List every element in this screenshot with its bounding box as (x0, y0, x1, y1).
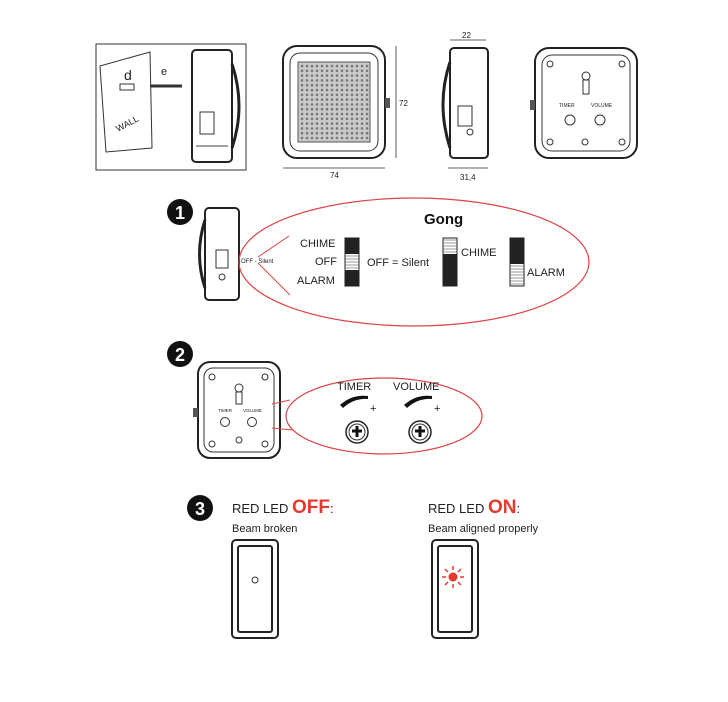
gong-alarm-label: ALARM (527, 267, 565, 279)
led-off-prefix: RED LED (232, 501, 292, 516)
device-led-on (431, 539, 479, 639)
top-row: d e WALL 74 72 22 (95, 31, 638, 182)
timer-label: TIMER (337, 381, 371, 393)
step-3: 3 RED LED OFF: Beam broken RED LED ON: B… (187, 495, 539, 639)
led-off-state: OFF (292, 497, 330, 518)
off-equals-silent: OFF = Silent (367, 257, 429, 269)
step-3-number: 3 (195, 499, 205, 519)
led-off-icon (251, 576, 259, 584)
wall-letter-d: d (124, 67, 132, 83)
dim-width: 74 (330, 171, 339, 180)
led-off-heading: RED LED OFF: (232, 497, 334, 518)
back-view: TIMER VOLUME (530, 47, 638, 159)
dim-height: 72 (399, 99, 408, 108)
led-on-state: ON (488, 497, 517, 518)
wall-mount-view: d e WALL (95, 43, 247, 171)
back-volume-label: VOLUME (591, 103, 613, 109)
step-2-number: 2 (175, 345, 185, 365)
led-off-caption: Beam broken (232, 523, 297, 535)
led-on-heading: RED LED ON: (428, 497, 520, 518)
back-timer-label: TIMER (559, 103, 575, 109)
step-2: 2 TIMER VOLUME TIMER + VOLUME + (167, 341, 483, 459)
timer-arrow-icon (340, 395, 368, 408)
wall-letter-e: e (161, 66, 167, 78)
volume-plus: + (434, 403, 440, 415)
led-on-caption: Beam aligned properly (428, 523, 539, 535)
step-2-badge (167, 341, 193, 367)
timer-plus: + (370, 403, 376, 415)
step-3-badge (187, 495, 213, 521)
step-1-badge (167, 199, 193, 225)
device-led-off (231, 539, 279, 639)
side-view: 22 31,4 (441, 31, 489, 182)
dim-depth-top: 22 (462, 31, 471, 40)
small-volume-label: VOLUME (243, 408, 262, 413)
switch-label-off: OFF (315, 256, 337, 268)
gong-title: Gong (424, 211, 463, 228)
small-timer-label: TIMER (218, 408, 233, 413)
gong-chime-label: CHIME (461, 247, 496, 259)
side-silent-label: OFF - Silent (241, 259, 274, 265)
switch-label-alarm: ALARM (297, 275, 335, 287)
front-view: 74 72 (282, 45, 408, 180)
step-1-number: 1 (175, 203, 185, 223)
led-off-colon: : (330, 501, 334, 516)
volume-arrow-icon (404, 395, 432, 408)
step-1: 1 OFF - Silent CHIME OFF ALARM OFF = Sil… (167, 197, 590, 327)
dim-depth-bottom: 31,4 (460, 173, 476, 182)
step-2-callout (285, 377, 483, 455)
led-on-colon: : (516, 501, 520, 516)
led-on-icon (442, 566, 464, 588)
volume-label: VOLUME (393, 381, 439, 393)
led-on-prefix: RED LED (428, 501, 488, 516)
switch-label-chime: CHIME (300, 238, 335, 250)
step-1-callout (238, 197, 590, 327)
